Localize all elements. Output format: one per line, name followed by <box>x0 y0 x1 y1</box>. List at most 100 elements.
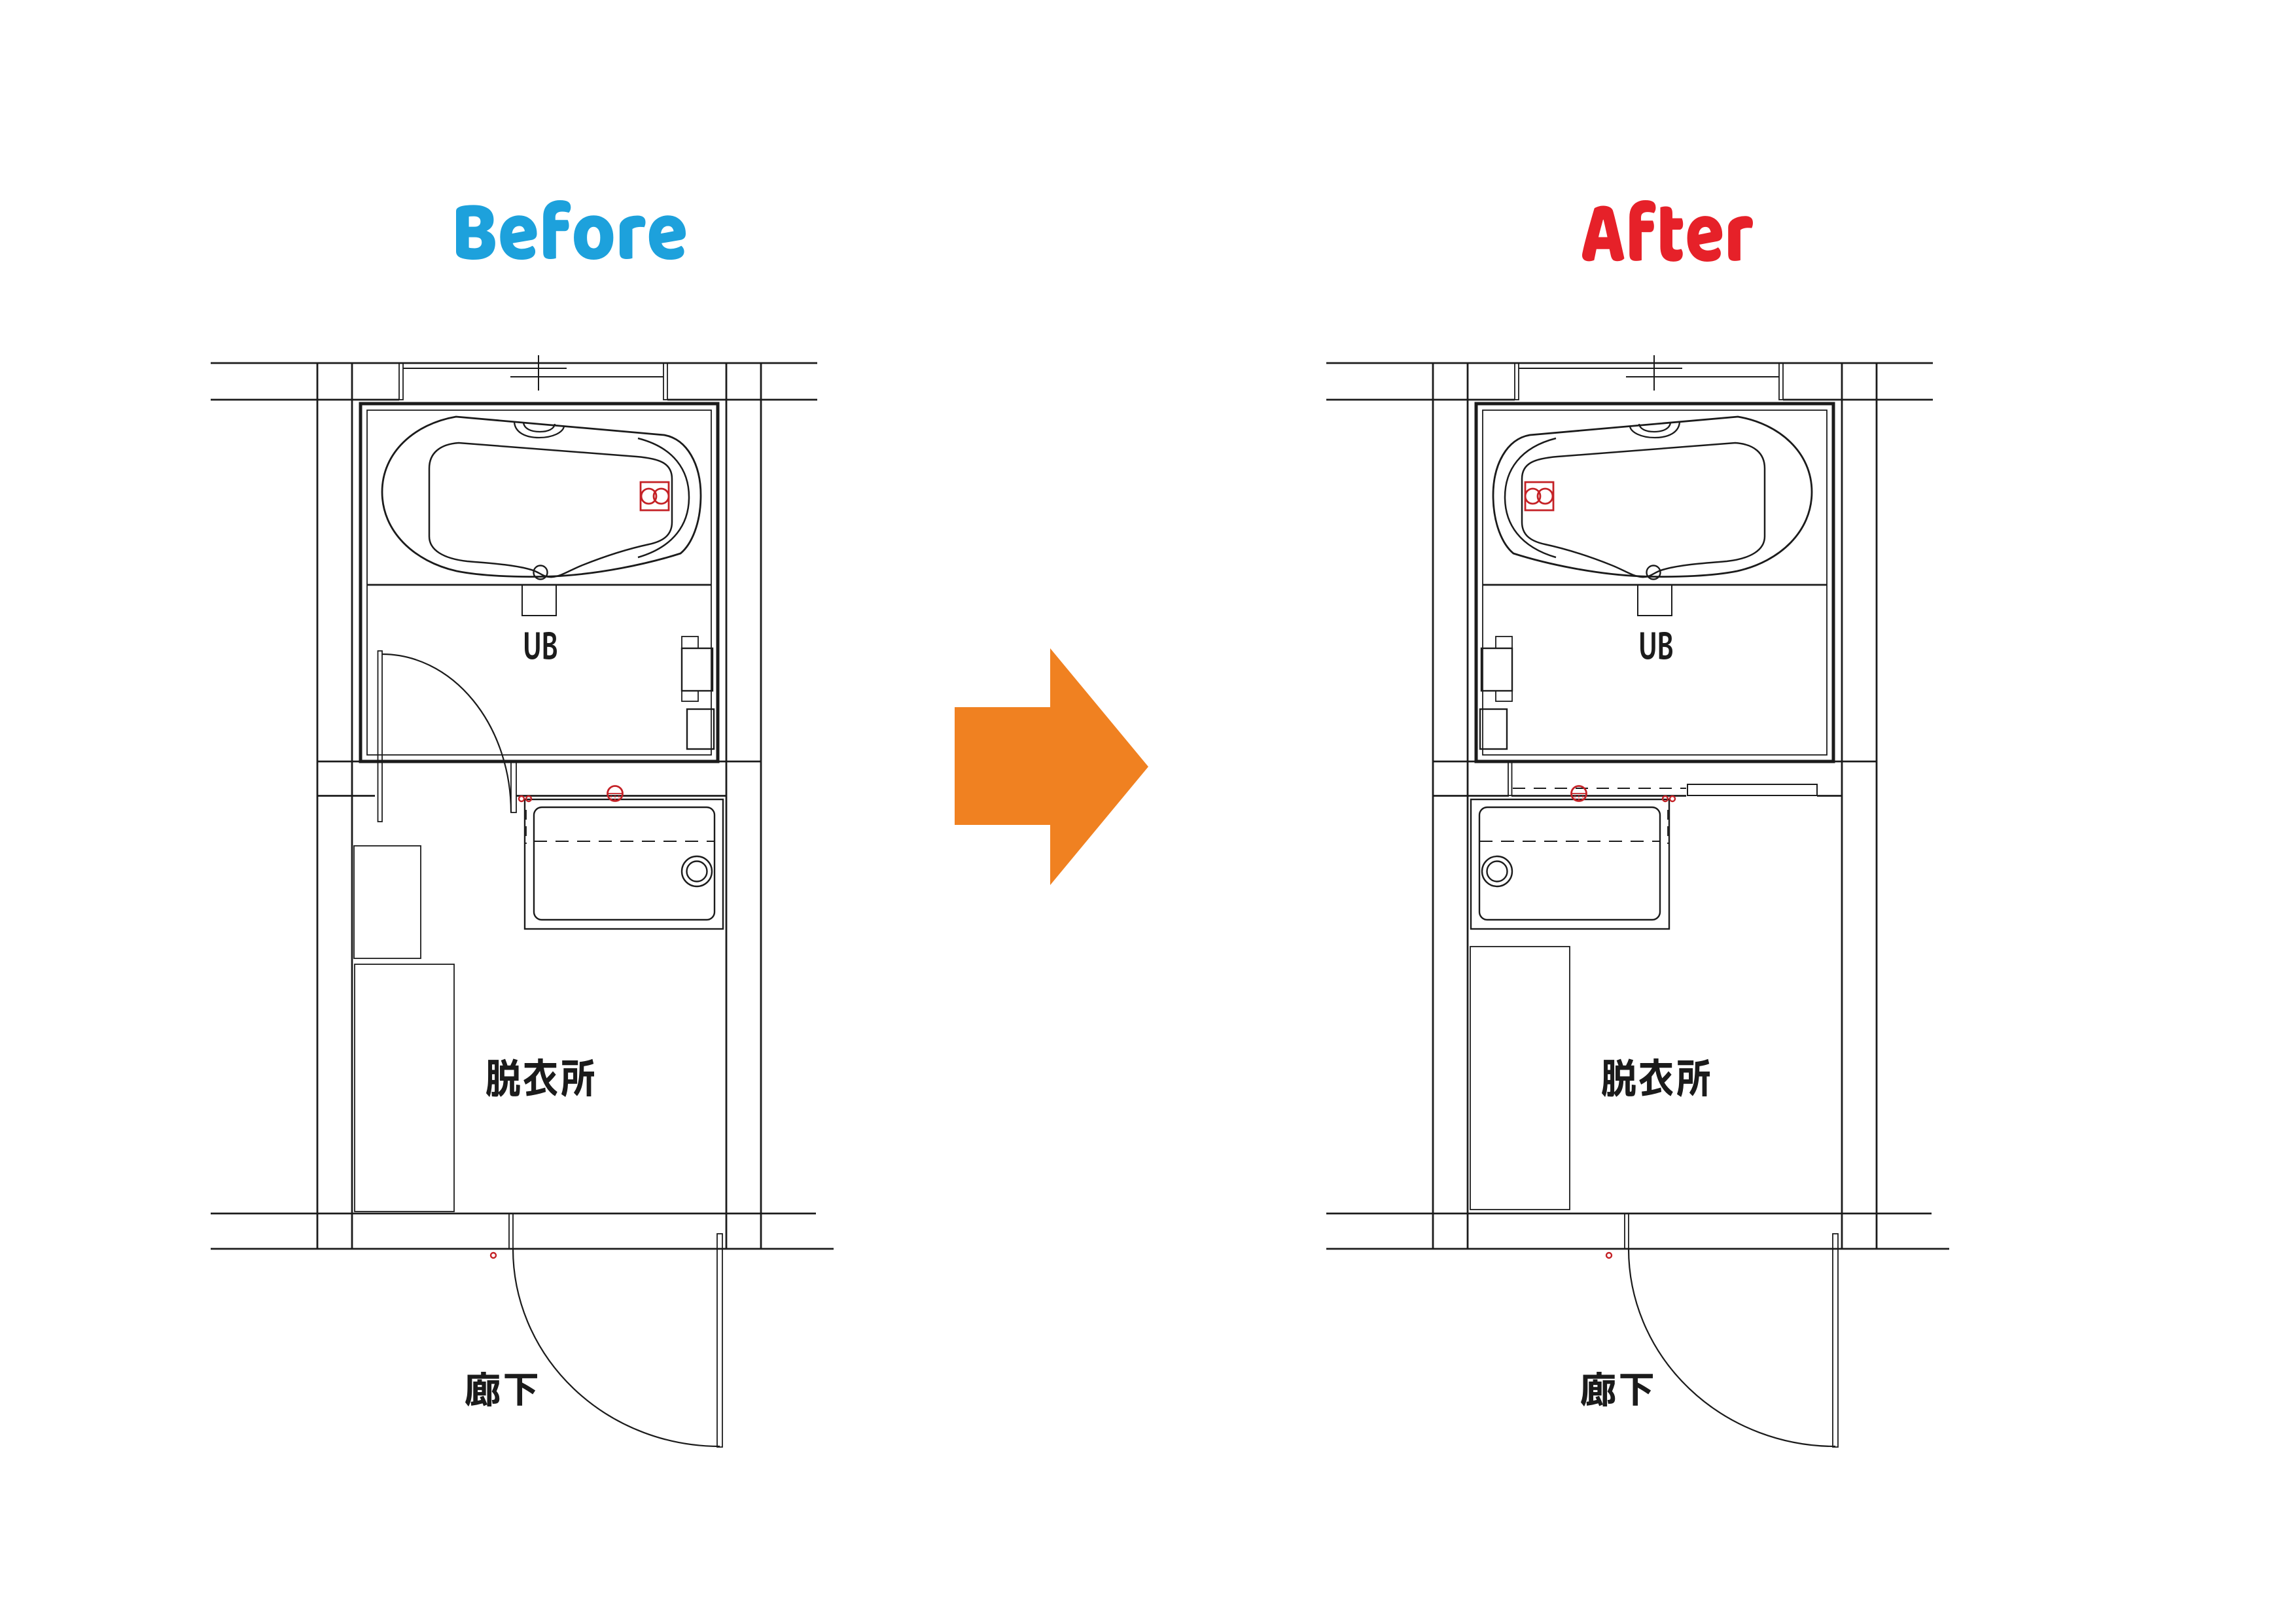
before-dressing-label-glyphs <box>486 1058 594 1098</box>
tub-jet-logo-circle <box>1524 487 1542 505</box>
washer-faucet-dots <box>1574 795 1584 801</box>
ub-panel-tab <box>1495 636 1513 649</box>
tub-jet-logo-circle <box>640 487 658 505</box>
washer-pan-inner <box>533 806 716 921</box>
washer-pan-drain-outer <box>1481 855 1513 888</box>
washer-faucet-dots <box>610 795 620 801</box>
after-title-glyphs <box>1581 200 1753 262</box>
after-corridor-label: 廊下 <box>1579 1370 1655 1414</box>
before-red-markers <box>489 785 624 1259</box>
bathtub-faucet-deck <box>1629 421 1681 439</box>
after-title: After <box>1555 190 1779 281</box>
entry-door-hinge-marker <box>489 1251 497 1259</box>
tub-jet-logo-box <box>1524 481 1555 512</box>
after-dressing-label-glyphs <box>1601 1058 1710 1098</box>
after-dressing-label: 脱衣所 <box>1598 1057 1712 1102</box>
entry-door-jamb <box>1624 1213 1629 1249</box>
washer-faucet-dot <box>614 795 616 797</box>
ub-entry-step <box>521 584 557 616</box>
cabinet-tall <box>1470 946 1570 1210</box>
window-jamb <box>1778 362 1784 400</box>
ub-outer-wall <box>1474 402 1835 763</box>
after-corridor-label-glyphs <box>1580 1371 1653 1406</box>
bathtub-faucet-deck-inner <box>522 422 556 433</box>
ub-door-leaf <box>377 650 383 822</box>
bathtub-basin <box>1521 442 1766 578</box>
before-corridor-label: 廊下 <box>463 1370 539 1414</box>
bathtub-drain <box>533 565 548 580</box>
entry-door-hinge-marker <box>1605 1251 1613 1259</box>
before-corridor-label-text: 廊下 <box>463 1370 539 1414</box>
tub-jet-logo-box <box>639 481 670 512</box>
before-title-text: Before <box>424 188 717 279</box>
bathtub-basin <box>428 442 673 578</box>
ub-door-jamb <box>510 761 517 813</box>
bathtub-backrest-curve <box>1504 437 1557 559</box>
outlet-marker <box>525 795 533 803</box>
sliding-door-panel <box>1687 784 1818 796</box>
before-tub-logo <box>639 481 670 512</box>
washer-pan-drain-inner <box>686 860 708 882</box>
window-jamb <box>663 362 668 400</box>
ub-shelf-box <box>686 708 715 750</box>
washer-pan-drain-inner <box>1486 860 1508 882</box>
after-red-markers <box>1570 785 1676 1259</box>
tub-jet-logo-circle <box>1536 487 1554 505</box>
washer-pan-inner <box>1478 806 1661 921</box>
outlet-marker <box>1669 795 1676 803</box>
outlet-marker <box>1661 795 1669 803</box>
window-jamb <box>1514 362 1519 400</box>
before-ub-label: UB <box>510 624 570 669</box>
washer-faucet-dot <box>1574 798 1576 801</box>
ub-panel-tab <box>681 690 699 702</box>
after-ub-label-text: UB <box>1626 624 1686 669</box>
tub-jet-logo-circle <box>652 487 670 505</box>
ub-inner-wall <box>1482 410 1828 756</box>
washer-faucet-dot <box>1581 795 1584 797</box>
after-tub-logo <box>1524 481 1555 512</box>
window-jamb <box>398 362 404 400</box>
sliding-door-jamb <box>1508 761 1513 796</box>
entry-door-swing-arc <box>1627 1248 1836 1448</box>
bathtub-backrest-curve <box>637 437 690 559</box>
outlet-marker <box>518 795 525 803</box>
washer-faucet-dot <box>618 795 620 797</box>
washer-faucet-dot <box>618 798 620 801</box>
ub-outer-wall <box>359 402 720 763</box>
bathtub-drain <box>1646 565 1661 580</box>
washer-faucet-dot <box>610 798 612 801</box>
transform-arrow <box>955 648 1148 885</box>
after-ub-label-glyphs <box>1640 632 1672 659</box>
after-corridor-label-text: 廊下 <box>1579 1370 1655 1414</box>
entry-door-swing-arc <box>512 1248 720 1448</box>
before-ub-label-glyphs <box>524 632 557 659</box>
before-corridor-label-glyphs <box>465 1371 537 1406</box>
washer-faucet-dot <box>610 795 612 797</box>
washer-faucet-dot <box>1581 798 1584 801</box>
after-dressing-label-text: 脱衣所 <box>1598 1057 1712 1102</box>
before-title-glyphs <box>456 200 686 260</box>
before-plan <box>211 355 834 1448</box>
ub-inner-wall <box>366 410 712 756</box>
before-dressing-label: 脱衣所 <box>483 1057 597 1102</box>
before-dressing-label-text: 脱衣所 <box>483 1057 597 1102</box>
washer-faucet-dot <box>1578 795 1580 797</box>
before-bathtub <box>381 415 702 580</box>
bathtub-faucet-deck-inner <box>1638 422 1672 433</box>
washer-faucet-dot <box>614 798 616 801</box>
washer-faucet-dot <box>1578 798 1580 801</box>
after-ub-label: UB <box>1626 624 1686 669</box>
washer-pan-outer <box>523 798 724 930</box>
washer-faucet-dot <box>1574 795 1576 797</box>
after-title-text: After <box>1555 190 1779 281</box>
ub-control-panel <box>680 647 714 692</box>
after-plan <box>1326 355 1949 1448</box>
entry-door-jamb <box>508 1213 514 1249</box>
ub-panel-tab <box>681 636 699 649</box>
entry-door-leaf <box>716 1233 723 1448</box>
bathtub-faucet-deck <box>513 421 565 439</box>
ub-panel-tab <box>1495 690 1513 702</box>
before-ub-label-text: UB <box>510 624 570 669</box>
